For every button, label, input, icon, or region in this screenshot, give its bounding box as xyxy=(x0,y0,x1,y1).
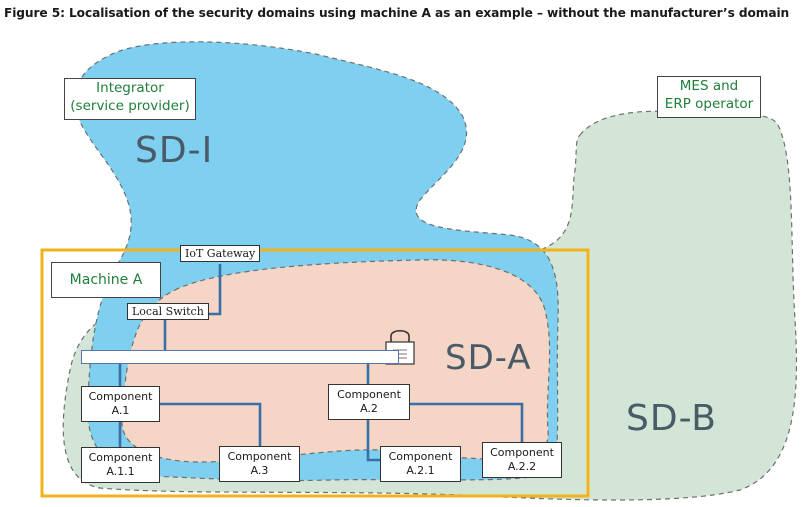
figure-title: Figure 5: Localisation of the security d… xyxy=(4,6,790,20)
local-switch-label: Local Switch xyxy=(127,303,209,320)
sd-a-label: SD-A xyxy=(445,338,532,378)
link-a1-a3 xyxy=(158,402,262,446)
mes-line-2: ERP operator xyxy=(664,96,754,112)
link-a2-a21 xyxy=(366,418,380,462)
mes-erp-tag: MES and ERP operator xyxy=(657,76,761,118)
iot-gateway-label: IoT Gateway xyxy=(180,245,261,262)
integrator-line-2: (service provider) xyxy=(70,98,190,114)
machine-a-tag: Machine A xyxy=(51,262,161,298)
machine-a-boundary xyxy=(40,248,590,498)
mes-line-1: MES and xyxy=(679,78,739,94)
integrator-tag: Integrator (service provider) xyxy=(64,78,196,120)
sd-i-label: SD-I xyxy=(135,130,214,171)
link-a2-a22 xyxy=(408,402,524,442)
sd-b-label: SD-B xyxy=(626,398,717,439)
network-bus xyxy=(81,350,399,364)
integrator-line-1: Integrator xyxy=(96,80,164,96)
